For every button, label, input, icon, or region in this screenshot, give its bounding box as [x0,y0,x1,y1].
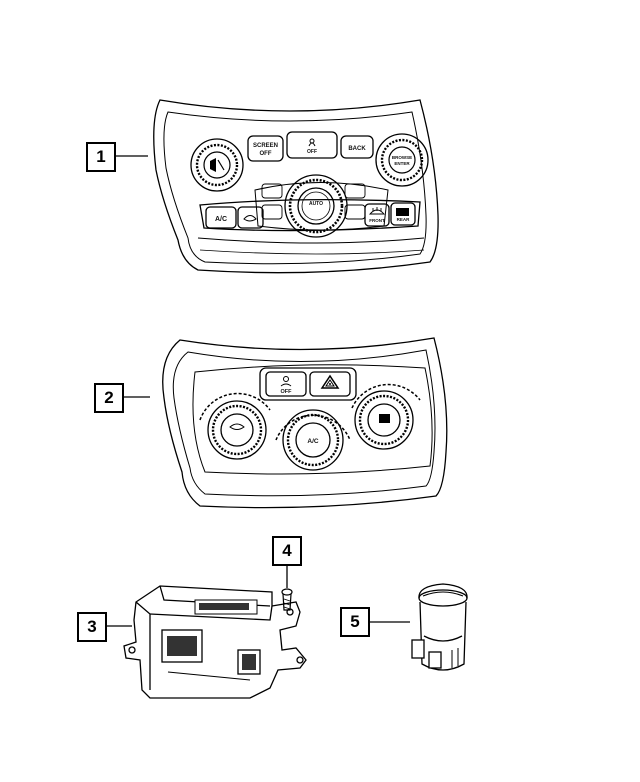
screw [281,588,293,611]
control-panel-1 [153,99,439,274]
panel1-off-label: OFF [307,149,317,155]
callout-3: 3 [77,612,107,642]
fan-knob [284,174,348,238]
rear-label: REAR [397,217,411,222]
control-module [123,585,307,699]
recirc-icon [280,376,292,387]
screen-off-label-top: SCREEN [253,143,278,149]
defrost-front-icon [369,207,385,215]
browse-enter-knob [375,133,429,187]
fan-speed-knob [275,409,351,471]
panel2-ac-label: A/C [307,438,319,445]
front-label: FRONT [369,218,385,223]
auto-label: AUTO [309,201,323,207]
defrost-rear-icon [396,208,409,216]
callout-2: 2 [94,383,124,413]
callout-1: 1 [86,142,116,172]
browse-label-bottom: ENTER [394,161,410,166]
fan-icon [229,423,245,430]
fan-button-icon [243,215,257,222]
browse-label-top: BROWSE [392,155,412,160]
volume-knob [190,138,244,192]
panel2-off-label: OFF [281,389,293,395]
callout-5: 5 [340,607,370,637]
callout-4: 4 [272,536,302,566]
temperature-knob [199,392,271,460]
defrost-icon [379,414,390,423]
mode-knob [351,383,421,450]
push-switch [411,583,468,671]
screen-off-label-bottom: OFF [260,151,272,157]
hazard-icon [329,383,331,385]
back-label: BACK [348,146,366,152]
recirculation-icon [308,138,316,147]
climate-control-panel-2 [162,337,448,509]
panel1-ac-label: A/C [215,216,227,223]
